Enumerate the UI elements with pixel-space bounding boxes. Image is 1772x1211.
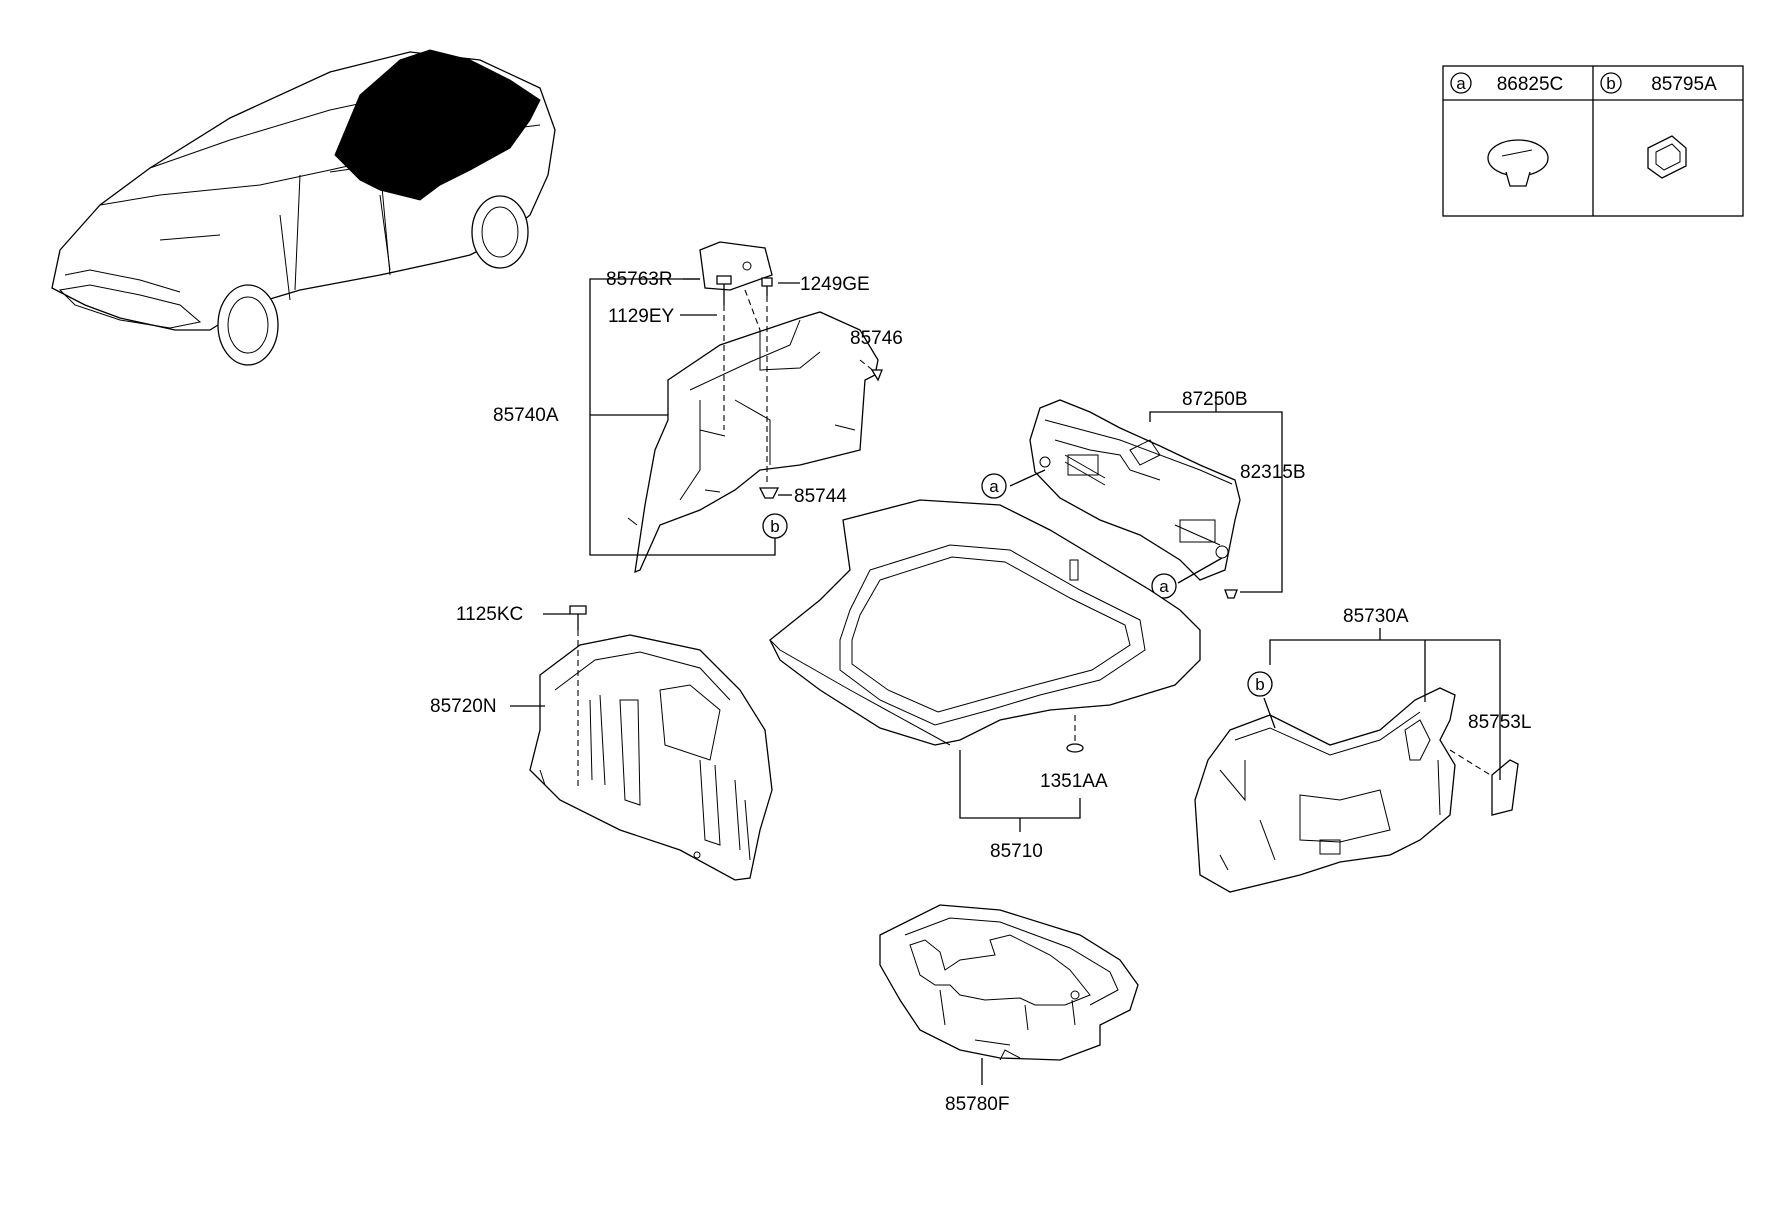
label-85744: 85744 xyxy=(794,486,847,507)
floor-leaders xyxy=(959,715,1084,832)
cover-85753l-icon xyxy=(1491,759,1519,816)
left-group-leaders xyxy=(589,278,800,556)
left-side-trim-85740a xyxy=(627,241,883,574)
right-side-trim-85730a xyxy=(1194,687,1519,893)
floor-covering-85710 xyxy=(769,499,1201,746)
clip-85744-icon xyxy=(758,487,780,499)
legend-b-code: 85795A xyxy=(1651,74,1717,95)
callout-a-upper: a xyxy=(989,477,999,496)
spare-tire-tray-85780f xyxy=(879,904,1139,1061)
label-85740a: 85740A xyxy=(493,405,559,426)
clip-85795a-icon xyxy=(1647,135,1687,179)
label-1351aa: 1351AA xyxy=(1040,771,1108,792)
label-85780f: 85780F xyxy=(945,1094,1009,1115)
label-1129ey: 1129EY xyxy=(608,306,675,327)
grommet-1351aa-icon xyxy=(1066,743,1084,753)
label-85763r: 85763R xyxy=(606,269,673,290)
clip-86825c-icon xyxy=(1487,139,1549,187)
legend-a-code: 86825C xyxy=(1497,74,1564,95)
clip-82315b-bolt-icon xyxy=(1224,589,1238,599)
trunk-lid-trim-82315b xyxy=(1029,399,1241,599)
trunk-lid-leaders xyxy=(1009,398,1283,593)
label-85730a: 85730A xyxy=(1343,606,1409,627)
legend-table: a 86825C b 85795A xyxy=(1442,65,1744,217)
right-trim-leaders xyxy=(1263,628,1501,780)
label-82315b: 82315B xyxy=(1240,462,1306,483)
label-1249ge: 1249GE xyxy=(800,274,870,295)
callout-b-right: b xyxy=(1255,675,1264,694)
bolt-1125kc-icon xyxy=(569,605,587,615)
label-1125kc: 1125KC xyxy=(456,604,523,625)
label-85746: 85746 xyxy=(850,328,903,349)
label-85753l: 85753L xyxy=(1468,712,1531,733)
car-overview-illustration xyxy=(51,49,556,366)
label-85710: 85710 xyxy=(990,841,1043,862)
label-87250b: 87250B xyxy=(1182,389,1248,410)
clip-85746-icon xyxy=(870,369,883,382)
label-85720n: 85720N xyxy=(430,696,497,717)
legend-b-letter: b xyxy=(1606,74,1615,93)
partition-panel-85720n xyxy=(529,605,773,881)
callout-a-lower: a xyxy=(1159,577,1169,596)
bolt-1249ge-icon xyxy=(761,277,773,287)
panel-85763r-icon xyxy=(699,241,773,291)
legend-a-letter: a xyxy=(1456,74,1466,93)
callout-b-left: b xyxy=(770,517,779,536)
trunk-highlight-icon xyxy=(334,49,541,201)
bolt-1129ey-icon xyxy=(716,275,732,285)
